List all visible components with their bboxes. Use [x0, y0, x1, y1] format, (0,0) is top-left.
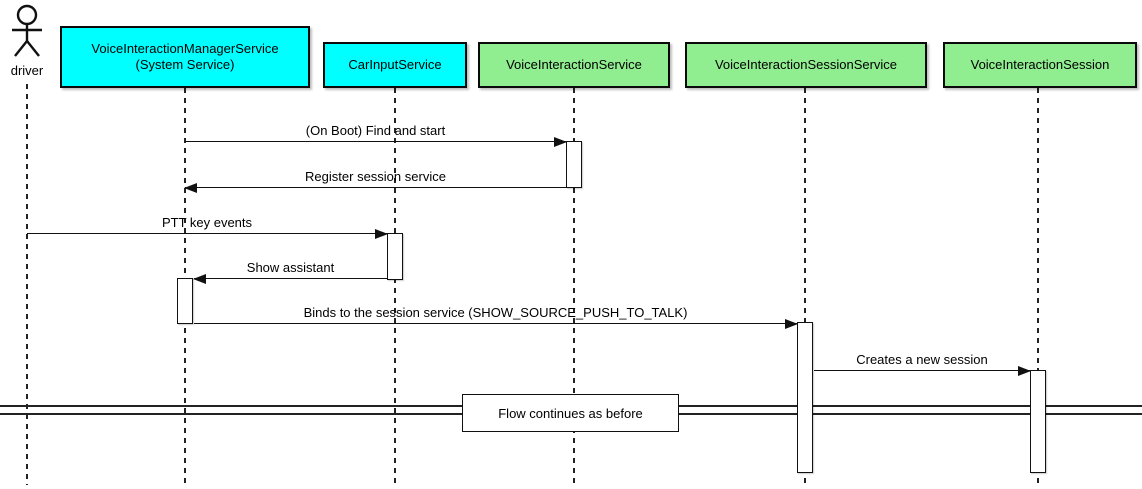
arrowhead-right-icon	[554, 136, 567, 147]
divider-label-box: Flow continues as before	[462, 394, 679, 432]
participant-voiceinteractionsession: VoiceInteractionSession	[943, 42, 1137, 88]
divider-label: Flow continues as before	[498, 405, 643, 421]
message-show-assistant: Show assistant	[193, 258, 387, 284]
participant-voiceinteractionservice: VoiceInteractionService	[478, 42, 670, 88]
activation-carinputservice	[387, 233, 403, 280]
message-label: (On Boot) Find and start	[305, 123, 446, 138]
actor-figure-icon	[12, 4, 42, 57]
message-line	[185, 187, 566, 188]
message-register-session-service: Register session service	[184, 167, 566, 193]
message-ptt-key-events: PTT key events	[27, 213, 388, 239]
participant-label: VoiceInteractionManagerService	[91, 41, 279, 56]
activation-voiceinteractionsession	[1030, 370, 1046, 473]
activation-voiceinteractionsessionservice	[797, 322, 813, 473]
lifeline-voiceinteractionsession	[1037, 88, 1039, 485]
participant-label: VoiceInteractionSessionService	[714, 57, 898, 72]
participant-carinputservice: CarInputService	[323, 42, 467, 88]
activation-voiceinteractionservice	[566, 141, 582, 188]
message-on-boot-find-and-start: (On Boot) Find and start	[185, 121, 567, 147]
participant-label: VoiceInteractionService	[506, 57, 642, 72]
arrowhead-left-icon	[184, 182, 197, 193]
arrowhead-right-icon	[1018, 365, 1031, 376]
message-label: Register session service	[305, 169, 446, 184]
arrowhead-left-icon	[193, 273, 206, 284]
participant-label: VoiceInteractionSession	[970, 57, 1110, 72]
message-line	[814, 370, 1030, 371]
message-line	[194, 323, 797, 324]
participant-voiceinteractionsessionservice: VoiceInteractionSessionService	[685, 42, 927, 88]
lifeline-driver	[26, 84, 28, 485]
message-line	[185, 141, 566, 142]
message-binds-to-session-service: Binds to the session service (SHOW_SOURC…	[194, 303, 798, 329]
message-line	[27, 233, 387, 234]
participant-voiceinteractionmanagerservice: VoiceInteractionManagerService (System S…	[60, 26, 310, 88]
message-line	[194, 278, 387, 279]
arrowhead-right-icon	[375, 228, 388, 239]
activation-voiceinteractionmanagerservice	[177, 278, 193, 324]
lifeline-voiceinteractionsessionservice	[804, 88, 806, 485]
message-label: Creates a new session	[856, 352, 988, 367]
arrowhead-right-icon	[785, 318, 798, 329]
actor-label: driver	[10, 63, 44, 78]
message-creates-a-new-session: Creates a new session	[814, 350, 1031, 376]
message-label: PTT key events	[161, 215, 253, 230]
participant-sublabel: (System Service)	[135, 57, 235, 72]
message-label: Show assistant	[246, 260, 335, 275]
message-label: Binds to the session service (SHOW_SOURC…	[303, 305, 688, 320]
lifeline-voiceinteractionservice	[573, 88, 575, 485]
lifeline-carinputservice	[394, 88, 396, 485]
participant-label: CarInputService	[348, 57, 442, 72]
